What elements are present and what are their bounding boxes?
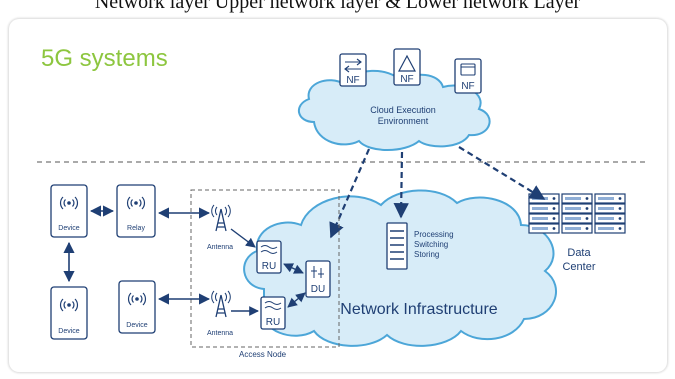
access-node-box: [190, 189, 340, 348]
du-symbol-icon: [311, 266, 324, 278]
antenna-bottom: Antenna: [207, 290, 233, 337]
antenna-label-1: Antenna: [207, 244, 233, 251]
cloud-execution-label-line2: Environment: [378, 116, 429, 126]
ru-label-2: RU: [266, 317, 280, 328]
nf-box-1: NF: [339, 53, 367, 87]
switching-label: Switching: [414, 240, 448, 249]
slide-caption: Network layer Upper network layer & Lowe…: [94, 0, 581, 13]
device-label-3: Device: [126, 322, 148, 329]
du-label: DU: [311, 284, 325, 295]
network-infrastructure-label: Network Infrastructure: [340, 301, 497, 318]
antenna-top: Antenna: [207, 204, 233, 251]
device-label-1: Device: [58, 225, 80, 232]
nf-label-3: NF: [461, 81, 474, 92]
ru-top: RU: [256, 240, 282, 274]
wave-icon: [260, 245, 278, 254]
slide-title: 5G systems: [41, 45, 168, 72]
arrow-cloud-to-du: [329, 148, 371, 239]
arrow-antenna-ru-top: [230, 228, 256, 248]
data-center-icon: [528, 193, 626, 234]
du-node: DU: [305, 260, 331, 298]
ru-label-1: RU: [262, 261, 276, 272]
arrow-cloud-to-datacenter: [458, 146, 546, 200]
nf-label-2: NF: [400, 74, 413, 85]
arrow-cloud-to-processing: [393, 151, 409, 219]
antenna-label-2: Antenna: [207, 330, 233, 337]
diagram-canvas: 5G systems NF NF NF Cloud Execution Envi…: [37, 45, 647, 359]
processing-server-icon: [386, 222, 408, 270]
slide-panel: 5G systems NF NF NF Cloud Execution Envi…: [9, 19, 667, 372]
device-label-2: Device: [58, 328, 80, 335]
data-center-label-line2: Center: [562, 261, 595, 273]
antenna-icon: [211, 290, 231, 318]
relay-label: Relay: [127, 225, 145, 232]
relay-node: Relay: [116, 184, 156, 238]
arrow-ru-du-top: [283, 263, 304, 274]
access-node-label: Access Node: [239, 350, 287, 359]
device-top-left: Device: [50, 184, 88, 238]
cloud-execution-label-line1: Cloud Execution: [370, 105, 436, 115]
device-bottom-left: Device: [50, 286, 88, 340]
antenna-icon: [211, 204, 231, 232]
arrows-icon: [344, 58, 362, 73]
nf-label-1: NF: [346, 75, 359, 86]
arrow-ru-du-bottom: [287, 292, 306, 308]
window-icon: [460, 63, 476, 76]
triangle-icon: [398, 54, 416, 72]
nf-box-3: NF: [454, 58, 482, 94]
device-bottom-middle: Device: [118, 280, 156, 334]
ru-bottom: RU: [260, 296, 286, 330]
wave-icon: [264, 301, 282, 310]
storing-label: Storing: [414, 250, 439, 259]
nf-box-2: NF: [393, 48, 421, 86]
data-center-label-line1: Data: [567, 247, 591, 259]
processing-label: Processing: [414, 230, 454, 239]
